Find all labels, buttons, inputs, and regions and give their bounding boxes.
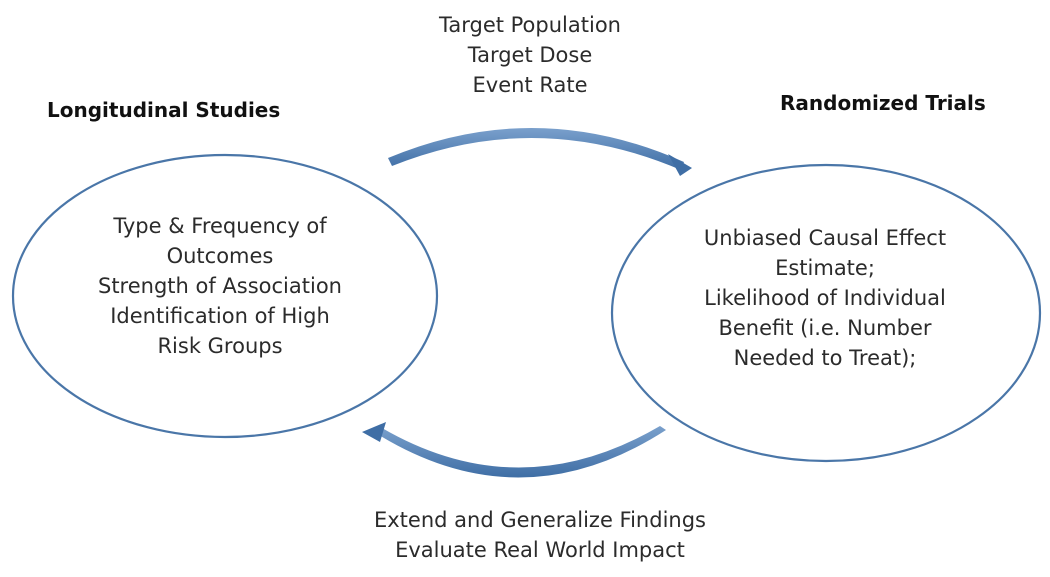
longitudinal-studies-ellipse bbox=[11, 153, 439, 439]
longitudinal-studies-content: Type & Frequency of Outcomes Strength of… bbox=[60, 211, 380, 361]
right-line-2: Estimate; bbox=[775, 256, 875, 280]
evaluate-impact-label: Evaluate Real World Impact bbox=[395, 538, 685, 562]
extend-generalize-label: Extend and Generalize Findings bbox=[373, 508, 706, 532]
right-line-5: Needed to Treat); bbox=[733, 346, 917, 370]
target-dose-label: Target Dose bbox=[467, 43, 593, 67]
right-line-4: Benefit (i.e. Number bbox=[718, 316, 932, 340]
left-line-2: Outcomes bbox=[166, 244, 274, 268]
left-line-4: Identification of High bbox=[110, 304, 330, 328]
top-arrow-labels: Target Population Target Dose Event Rate bbox=[380, 10, 680, 100]
right-line-1: Unbiased Causal Effect bbox=[703, 226, 947, 250]
left-line-1: Type & Frequency of bbox=[113, 214, 327, 238]
longitudinal-studies-heading: Longitudinal Studies bbox=[47, 98, 281, 122]
target-population-label: Target Population bbox=[439, 13, 621, 37]
top-curved-arrow bbox=[388, 127, 692, 176]
event-rate-label: Event Rate bbox=[472, 73, 588, 97]
randomized-trials-content: Unbiased Causal Effect Estimate; Likelih… bbox=[660, 223, 990, 373]
randomized-trials-ellipse bbox=[610, 163, 1042, 463]
bottom-arrow-labels: Extend and Generalize Findings Evaluate … bbox=[320, 505, 760, 565]
right-line-3: Likelihood of Individual bbox=[704, 286, 946, 310]
left-line-3: Strength of Association bbox=[97, 274, 342, 298]
left-line-5: Risk Groups bbox=[157, 334, 283, 358]
randomized-trials-heading: Randomized Trials bbox=[780, 91, 986, 115]
bottom-curved-arrow bbox=[362, 422, 666, 478]
